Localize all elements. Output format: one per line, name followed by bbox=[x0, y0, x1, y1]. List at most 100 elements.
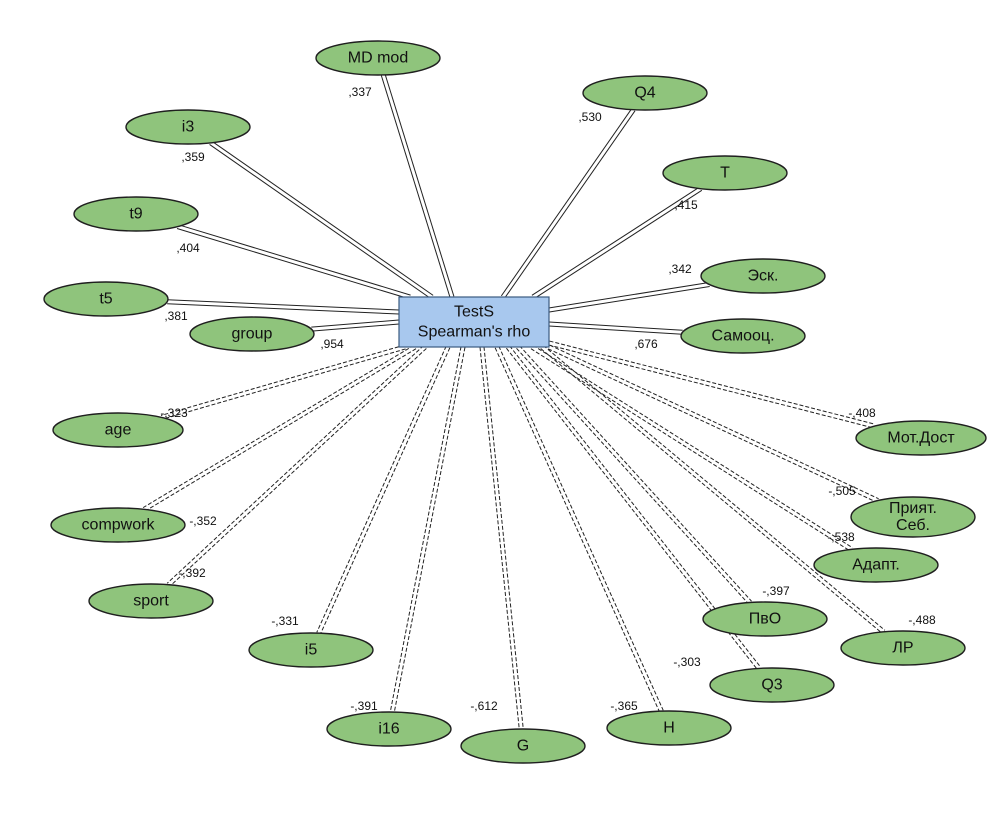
edge-priyat-seb-2 bbox=[547, 348, 878, 503]
node-label-t5: t5 bbox=[99, 291, 112, 308]
edge-lr-1 bbox=[542, 345, 886, 631]
node-md-mod bbox=[315, 40, 441, 76]
node-age bbox=[52, 412, 184, 448]
edge-pvo-1 bbox=[519, 345, 752, 602]
node-label-i16: i16 bbox=[378, 721, 399, 738]
node-label-q4: Q4 bbox=[634, 85, 655, 102]
edges-layer bbox=[142, 74, 886, 730]
edge-adapt-1 bbox=[532, 344, 853, 549]
node-label-group: group bbox=[232, 326, 273, 343]
node-t5 bbox=[43, 281, 169, 317]
node-i16 bbox=[326, 711, 452, 747]
node-g bbox=[460, 728, 586, 764]
edge-esk-1 bbox=[548, 282, 710, 309]
node-label-mot-dost: Мот.Дост bbox=[887, 430, 955, 447]
node-i5 bbox=[248, 632, 374, 668]
node-mot-dost bbox=[855, 420, 987, 456]
edge-i5-2 bbox=[316, 345, 447, 633]
edge-esk-2 bbox=[549, 286, 710, 313]
edge-t9-2 bbox=[178, 224, 411, 296]
edge-g-1 bbox=[483, 346, 524, 729]
coef-label-lr: -,488 bbox=[908, 613, 936, 627]
coef-label-i16: -,391 bbox=[350, 699, 378, 713]
edge-t5-2 bbox=[167, 299, 400, 311]
node-adapt bbox=[813, 547, 939, 583]
center-box bbox=[398, 296, 550, 348]
coef-label-t5: ,381 bbox=[164, 309, 188, 323]
node-label-age: age bbox=[105, 422, 132, 439]
node-compwork bbox=[50, 507, 186, 543]
edge-t-1 bbox=[531, 186, 700, 296]
node-t bbox=[662, 155, 788, 191]
node-t9 bbox=[73, 196, 199, 232]
node-label-g: G bbox=[517, 738, 529, 755]
edge-i3-1 bbox=[209, 144, 432, 300]
edge-age-2 bbox=[160, 344, 405, 416]
node-q4 bbox=[582, 75, 708, 111]
edge-t-2 bbox=[533, 189, 703, 300]
node-priyat-seb bbox=[850, 496, 976, 538]
edge-adapt-2 bbox=[530, 348, 851, 552]
center-subtitle: Spearman's rho bbox=[418, 324, 531, 341]
edge-samoots-1 bbox=[549, 321, 683, 331]
node-label-md-mod: MD mod bbox=[348, 50, 408, 67]
coef-label-mot-dost: -,408 bbox=[848, 406, 876, 420]
node-label-priyat-seb-1: Прият. bbox=[889, 500, 937, 517]
edge-t9-1 bbox=[176, 228, 410, 300]
node-label-q3: Q3 bbox=[761, 677, 782, 694]
edge-t5-1 bbox=[167, 303, 399, 315]
coef-label-adapt: -,538 bbox=[827, 530, 855, 544]
node-label-h: H bbox=[663, 720, 675, 737]
edge-i5-1 bbox=[319, 347, 451, 635]
coef-label-t: ,415 bbox=[674, 198, 698, 212]
edge-compwork-1 bbox=[144, 348, 417, 512]
coef-label-g: -,612 bbox=[470, 699, 498, 713]
node-label-pvo: ПвО bbox=[749, 611, 781, 628]
coef-label-pvo: -,397 bbox=[762, 584, 790, 598]
edge-q4-2 bbox=[504, 110, 636, 299]
edge-i3-2 bbox=[211, 140, 434, 296]
coef-label-age: -,323 bbox=[160, 406, 188, 420]
node-label-adapt: Адапт. bbox=[852, 557, 900, 574]
coef-label-sport: -,392 bbox=[178, 566, 206, 580]
node-pvo bbox=[702, 601, 828, 637]
edge-samoots-2 bbox=[548, 325, 683, 335]
edge-mot-dost-1 bbox=[549, 340, 876, 425]
node-label-t: T bbox=[720, 165, 730, 182]
node-label-lr: ЛР bbox=[892, 640, 913, 657]
coef-label-t9: ,404 bbox=[176, 241, 200, 255]
node-label-compwork: compwork bbox=[82, 517, 156, 534]
coef-label-q3: -,303 bbox=[673, 655, 701, 669]
node-sport bbox=[88, 583, 214, 619]
edge-lr-2 bbox=[540, 348, 883, 634]
coef-label-md-mod: ,337 bbox=[348, 85, 372, 99]
edge-md-mod-1 bbox=[380, 75, 451, 298]
edge-md-mod-2 bbox=[384, 74, 455, 297]
node-label-t9: t9 bbox=[129, 206, 142, 223]
edge-i16-1 bbox=[393, 347, 466, 713]
edge-sport-1 bbox=[169, 348, 427, 587]
node-label-samoots: Самооц. bbox=[711, 328, 774, 345]
edge-q4-1 bbox=[500, 108, 633, 297]
edge-h-1 bbox=[498, 345, 664, 711]
coef-label-priyat-seb: -,505 bbox=[828, 484, 856, 498]
node-label-priyat-seb-2: Себ. bbox=[896, 517, 930, 534]
coef-label-compwork: -,352 bbox=[189, 514, 217, 528]
edge-pvo-2 bbox=[516, 348, 749, 605]
edge-age-1 bbox=[162, 348, 406, 420]
node-samoots bbox=[680, 318, 806, 354]
center-node: TestS Spearman's rho bbox=[398, 296, 550, 348]
coef-label-samoots: ,676 bbox=[634, 337, 658, 351]
node-label-i5: i5 bbox=[305, 642, 318, 659]
node-label-esk: Эск. bbox=[748, 268, 779, 285]
coefficients-layer: ,337,530,359,415,404,342,381,954,676-,32… bbox=[160, 85, 936, 713]
coef-label-i5: -,331 bbox=[271, 614, 299, 628]
node-esk bbox=[700, 258, 826, 294]
node-label-i3: i3 bbox=[182, 119, 195, 136]
center-title: TestS bbox=[454, 304, 494, 321]
node-lr bbox=[840, 630, 966, 666]
coef-label-h: -,365 bbox=[610, 699, 638, 713]
edge-priyat-seb-1 bbox=[549, 344, 879, 500]
